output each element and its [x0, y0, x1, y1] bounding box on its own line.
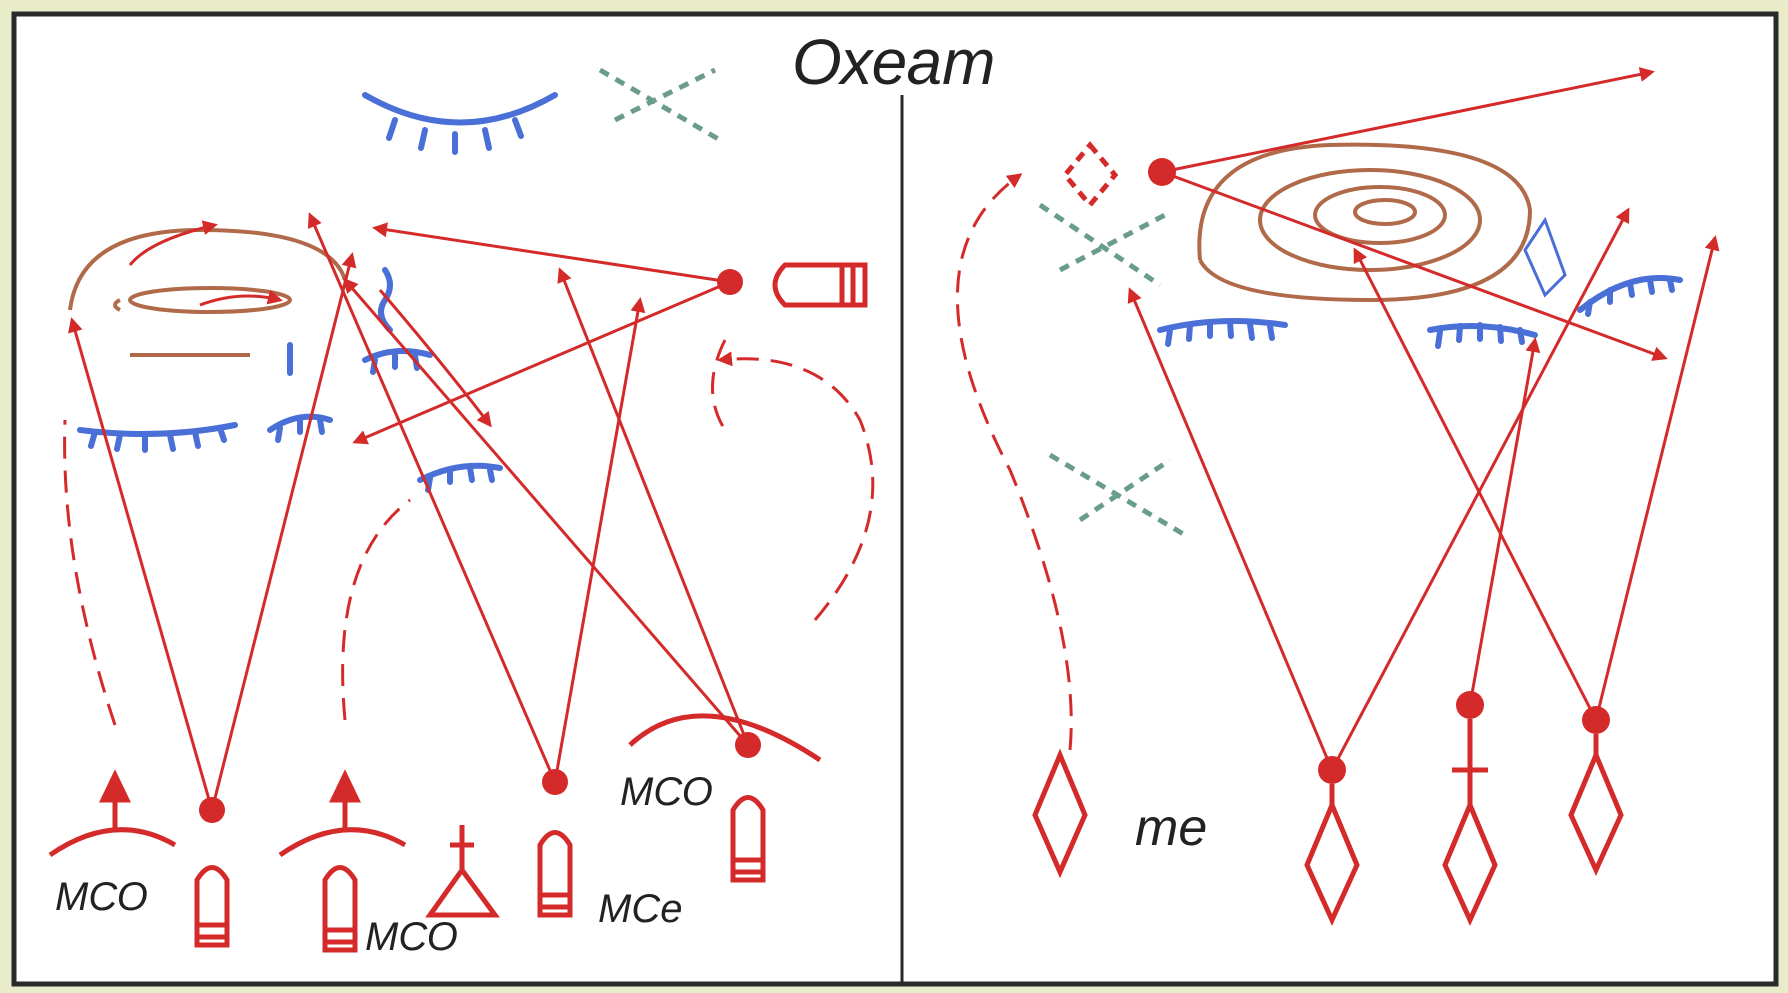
drift-paths [63, 339, 875, 726]
arrow-line [352, 280, 731, 445]
label-mco: МСО [365, 915, 458, 959]
ship-icon [194, 797, 230, 948]
coastal-station-icon [628, 713, 822, 763]
arrow-line [553, 297, 646, 783]
diagram-title: Охеат [792, 26, 995, 98]
arrow-line [1161, 67, 1655, 174]
diamond-marker-icon [1568, 706, 1624, 877]
front-crossing-icon [598, 67, 722, 143]
arrow-line [378, 289, 492, 428]
diamond-marker-icon [1032, 748, 1088, 879]
arrow-line [1353, 247, 1598, 721]
arrow-line [1468, 337, 1541, 706]
aircraft-icon [425, 825, 500, 918]
arrow-line [1594, 235, 1720, 721]
ice-edge-icon [1157, 216, 1683, 349]
ice-edge-icon [77, 267, 503, 493]
diamond-marker-icon [1304, 756, 1360, 927]
arrow-line [128, 220, 218, 266]
arrow-line [199, 289, 283, 307]
ship-icon [730, 732, 766, 883]
ship-icon [537, 769, 573, 918]
transect-arrows [1127, 67, 1720, 771]
arrow-line [372, 222, 731, 284]
label-mco: МСО [620, 770, 713, 814]
ice-edge-icon [362, 92, 558, 155]
label-mco: МСО [55, 875, 148, 919]
diamond-marker-icon [1061, 141, 1119, 209]
drift-paths [955, 173, 1073, 751]
arrow-line [557, 267, 750, 746]
arrow-line [1161, 170, 1668, 361]
label-mce: МСе [598, 887, 682, 931]
arrow-line [1127, 287, 1334, 771]
arrow-line [210, 252, 357, 811]
front-crossing-icon [1038, 202, 1187, 538]
label-me: те [1135, 799, 1207, 857]
transect-arrows [68, 212, 750, 811]
arrow-line [1330, 207, 1630, 771]
arrow-line [307, 212, 557, 783]
arrow-line [68, 317, 214, 811]
arrow-line [343, 277, 750, 746]
submarine-icon [717, 262, 868, 308]
ship-icon [322, 865, 358, 953]
diagram-background [11, 11, 1779, 987]
coastal-station-icon [48, 769, 177, 858]
diamond-marker-icon [1442, 691, 1498, 927]
eddy-contour-icon [1197, 142, 1533, 303]
coastal-station-icon [278, 769, 407, 858]
station-marker [1148, 158, 1176, 186]
